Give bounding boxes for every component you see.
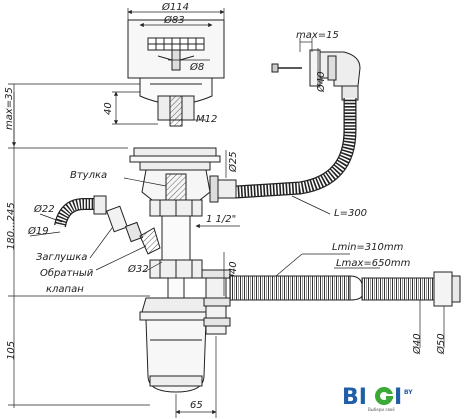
logo-text-left: BI bbox=[342, 385, 367, 410]
dim-d40-right: Ø40 bbox=[411, 333, 423, 355]
dim-d50: Ø50 bbox=[435, 333, 447, 355]
logo-tagline: Выбери своё bbox=[368, 407, 395, 412]
drain-hose bbox=[229, 271, 461, 307]
bottle-trap bbox=[139, 269, 231, 393]
callout-plug: Заглушка bbox=[36, 252, 87, 263]
dim-m12: M12 bbox=[196, 114, 217, 125]
bigi-logo: BI I BY Выбери своё bbox=[342, 385, 413, 412]
logo-text-right: I bbox=[394, 385, 402, 410]
dim-d22: Ø22 bbox=[33, 203, 55, 215]
dim-d25: Ø25 bbox=[227, 151, 239, 173]
d19-leader bbox=[29, 231, 61, 237]
top-dimensions bbox=[112, 8, 225, 125]
dim-d19: Ø19 bbox=[27, 225, 49, 237]
left-vertical-dimension bbox=[8, 83, 150, 408]
d22-leader bbox=[39, 213, 63, 223]
dim-d32: Ø32 bbox=[127, 263, 149, 275]
dim-d83: Ø83 bbox=[163, 14, 185, 26]
bushing-leader bbox=[123, 177, 167, 187]
overflow-hose bbox=[235, 98, 357, 199]
overflow-plate bbox=[271, 49, 361, 101]
outlet-diameter-dimensions bbox=[419, 300, 445, 348]
dim-lmin: Lmin=310mm bbox=[332, 242, 404, 253]
valve-leader bbox=[95, 245, 147, 271]
callout-check-valve-1: Обратный bbox=[40, 267, 94, 279]
dim-max35: max=35 bbox=[4, 87, 15, 130]
logo-suffix: BY bbox=[404, 389, 413, 396]
callout-bushing: Втулка bbox=[70, 170, 107, 181]
side-connector-elbow bbox=[54, 195, 161, 255]
strainer-basket bbox=[127, 19, 225, 127]
plug-leader bbox=[89, 227, 113, 259]
bottom-dimension bbox=[175, 336, 217, 418]
dim-h180-245: 180...245 bbox=[6, 202, 17, 250]
dim-max15: max=15 bbox=[296, 30, 339, 41]
callout-check-valve-2: клапан bbox=[46, 284, 84, 295]
drain-flange bbox=[129, 147, 237, 279]
overflow-dimensions bbox=[299, 38, 319, 88]
dim-l300: L=300 bbox=[334, 208, 367, 219]
dim-d8: Ø8 bbox=[189, 61, 204, 73]
d32-leader bbox=[143, 261, 163, 273]
dim-w65: 65 bbox=[190, 400, 203, 411]
hose-length-dimensions bbox=[275, 253, 380, 277]
dim-d40-top: Ø40 bbox=[315, 71, 327, 93]
dim-lmax: Lmax=650mm bbox=[336, 258, 411, 269]
dim-thread: 1 1/2" bbox=[206, 214, 236, 225]
dim-h40: 40 bbox=[103, 102, 114, 115]
l300-leader bbox=[291, 195, 331, 215]
dim-d114: Ø114 bbox=[161, 1, 189, 13]
dim-h105: 105 bbox=[6, 341, 17, 360]
